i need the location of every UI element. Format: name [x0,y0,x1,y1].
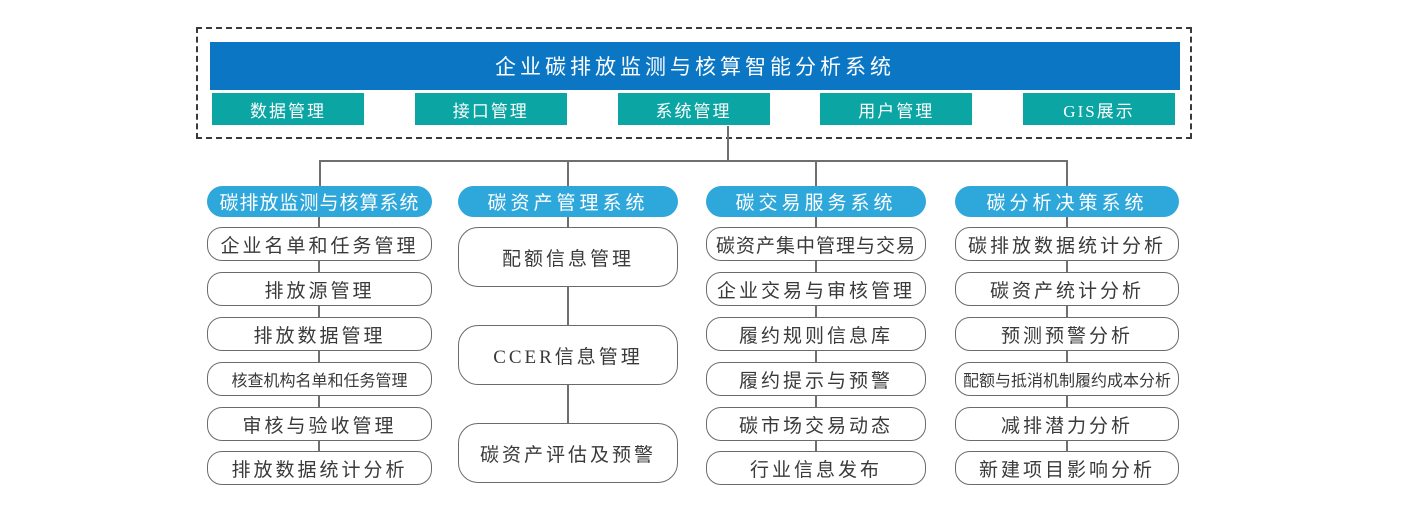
column-header-carbon-monitoring: 碳排放监测与核算系统 [207,186,432,217]
module-node: 碳资产统计分析 [955,272,1179,306]
module-node: 碳排放数据统计分析 [955,227,1179,261]
module-node: 核查机构名单和任务管理 [207,362,432,396]
module-node: 预测预警分析 [955,317,1179,351]
menu-row: 数据管理 接口管理 系统管理 用户管理 GIS展示 [212,93,1175,125]
module-node: 排放数据统计分析 [207,451,432,485]
connector-main-stub [727,126,729,161]
connector-drop-col2 [567,160,569,188]
module-node: 行业信息发布 [706,451,926,485]
column-carbon-trading: 碳交易服务系统 碳资产集中管理与交易 企业交易与审核管理 履约规则信息库 履约提… [706,186,926,491]
column-spine [567,196,569,452]
module-node: 碳市场交易动态 [706,407,926,441]
module-node: 履约提示与预警 [706,362,926,396]
column-header-carbon-analysis: 碳分析决策系统 [955,186,1179,217]
menu-button-gis-display: GIS展示 [1023,93,1175,125]
module-node: 新建项目影响分析 [955,451,1179,485]
column-carbon-analysis: 碳分析决策系统 碳排放数据统计分析 碳资产统计分析 预测预警分析 配额与抵消机制… [955,186,1179,491]
connector-drop-col3 [815,160,817,188]
module-node: 碳资产评估及预警 [458,423,678,483]
module-node: 审核与验收管理 [207,407,432,441]
menu-button-interface-management: 接口管理 [414,93,567,125]
menu-button-system-management: 系统管理 [617,93,770,125]
module-node: CCER信息管理 [458,325,678,385]
column-carbon-monitoring: 碳排放监测与核算系统 企业名单和任务管理 排放源管理 排放数据管理 核查机构名单… [207,186,432,491]
system-title: 企业碳排放监测与核算智能分析系统 [495,55,895,79]
menu-button-data-management: 数据管理 [212,93,364,125]
module-node: 配额信息管理 [458,227,678,287]
module-node: 履约规则信息库 [706,317,926,351]
module-node: 减排潜力分析 [955,407,1179,441]
column-header-carbon-asset: 碳资产管理系统 [458,186,678,217]
module-node: 排放源管理 [207,272,432,306]
module-node: 企业名单和任务管理 [207,227,432,261]
column-header-carbon-trading: 碳交易服务系统 [706,186,926,217]
connector-drop-col1 [319,160,321,188]
module-node: 配额与抵消机制履约成本分析 [955,362,1179,396]
connector-horizontal [319,160,1068,162]
connector-drop-col4 [1066,160,1068,188]
module-node: 排放数据管理 [207,317,432,351]
system-title-bar: 企业碳排放监测与核算智能分析系统 [210,42,1180,90]
menu-button-user-management: 用户管理 [820,93,973,125]
module-node: 碳资产集中管理与交易 [706,227,926,261]
module-node: 企业交易与审核管理 [706,272,926,306]
column-carbon-asset: 碳资产管理系统 配额信息管理 CCER信息管理 碳资产评估及预警 [458,186,678,491]
